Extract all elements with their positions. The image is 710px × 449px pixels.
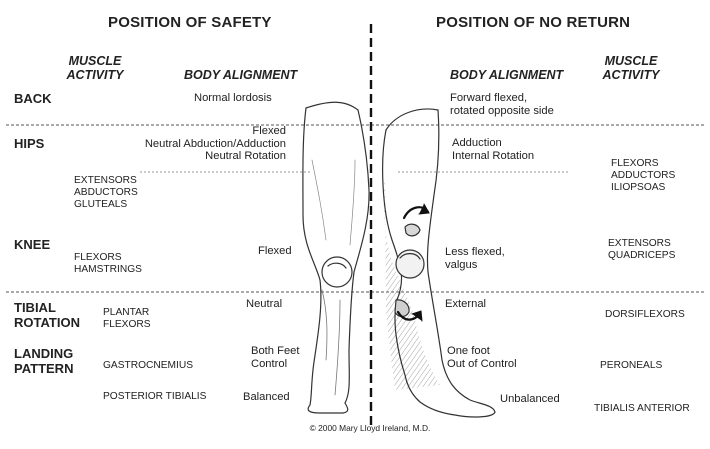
no-return-tibial-alignment: External bbox=[445, 298, 487, 310]
safety-title: POSITION OF SAFETY bbox=[108, 14, 272, 31]
no-return-hip-muscles: FLEXORS ADDUCTORS ILIOPSOAS bbox=[611, 158, 676, 194]
safety-tibial-muscles: PLANTAR FLEXORS bbox=[103, 307, 151, 331]
no-return-landing-alignment: One foot Out of Control bbox=[447, 345, 517, 370]
section-hips: HIPS bbox=[14, 136, 45, 151]
safety-tibial-alignment: Neutral bbox=[246, 298, 283, 310]
right-muscle-activity-header: MUSCLE ACTIVITY bbox=[602, 54, 660, 82]
rotation-arrow-icon bbox=[396, 310, 423, 322]
safety-hip-muscles: EXTENSORS ABDUCTORS GLUTEALS bbox=[74, 175, 138, 211]
no-return-tibial-muscles: DORSIFLEXORS bbox=[605, 309, 685, 320]
safety-knee-alignment: Flexed bbox=[258, 245, 292, 257]
no-return-landing-muscle: PERONEALS bbox=[600, 360, 663, 371]
section-tibial-rotation: TIBIAL ROTATION bbox=[14, 300, 80, 330]
no-return-balance-muscle: TIBIALIS ANTERIOR bbox=[594, 403, 690, 414]
no-return-leg bbox=[382, 108, 496, 418]
safety-hips-alignment: Flexed Neutral Abduction/Adduction Neutr… bbox=[144, 125, 286, 163]
no-return-back-alignment: Forward flexed, rotated opposite side bbox=[450, 92, 554, 117]
no-return-balance-alignment: Unbalanced bbox=[500, 393, 560, 405]
section-landing-pattern: LANDING PATTERN bbox=[14, 346, 74, 376]
no-return-knee-alignment: Less flexed, valgus bbox=[445, 246, 505, 271]
left-body-alignment-header: BODY ALIGNMENT bbox=[184, 68, 298, 82]
rotation-arrow-icon bbox=[402, 203, 430, 220]
safety-knee-muscles: FLEXORS HAMSTRINGS bbox=[74, 252, 142, 276]
section-knee: KNEE bbox=[14, 237, 51, 252]
no-return-knee-muscles: EXTENSORS QUADRICEPS bbox=[608, 238, 676, 262]
left-muscle-activity-header: MUSCLE ACTIVITY bbox=[66, 54, 124, 82]
safety-balance-muscle: POSTERIOR TIBIALIS bbox=[103, 391, 207, 402]
safety-landing-muscle: GASTROCNEMIUS bbox=[103, 360, 193, 371]
safety-leg bbox=[302, 101, 370, 414]
no-return-hips-alignment: Adduction Internal Rotation bbox=[452, 137, 535, 162]
no-return-title: POSITION OF NO RETURN bbox=[436, 14, 631, 31]
copyright-notice: © 2000 Mary Lloyd Ireland, M.D. bbox=[309, 423, 431, 433]
safety-back-alignment: Normal lordosis bbox=[194, 92, 272, 104]
safety-landing-alignment: Both Feet Control bbox=[251, 345, 300, 370]
section-back: BACK bbox=[14, 91, 52, 106]
safety-balance-alignment: Balanced bbox=[243, 391, 290, 403]
right-body-alignment-header: BODY ALIGNMENT bbox=[450, 68, 564, 82]
